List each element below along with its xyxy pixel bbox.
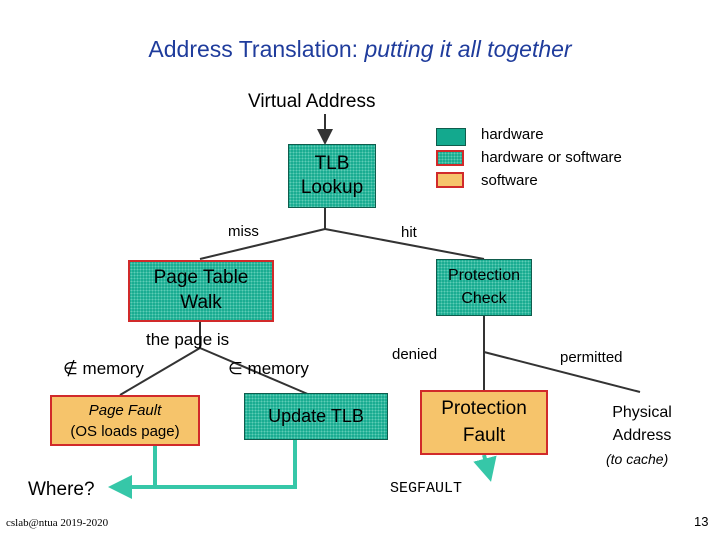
to-cache-label: (to cache): [606, 451, 669, 467]
legend-swatch-hardware: [436, 128, 466, 146]
footer-credit: cslab@ntua 2019-2020: [6, 517, 109, 529]
protection-check-line1: Protection: [447, 267, 521, 285]
permitted-branch: [483, 351, 641, 393]
physical-address-line2: Address: [612, 427, 672, 444]
update-tlb-label: Update TLB: [268, 406, 364, 426]
hit-label: hit: [401, 224, 417, 241]
page-table-walk-box: Page Table Walk: [128, 260, 274, 322]
page-table-walk-line2: Walk: [180, 292, 222, 313]
protection-check-box: Protection Check: [436, 259, 532, 316]
protection-fault-box: Protection Fault: [420, 390, 548, 455]
segfault-label: SEGFAULT: [390, 480, 463, 497]
denied-label: denied: [392, 346, 438, 363]
tlb-lookup-box: TLB Lookup: [288, 144, 376, 208]
legend-label-hw-or-sw: hardware or software: [481, 149, 622, 166]
hit-branch: [324, 228, 485, 260]
title-main: Address Translation:: [148, 36, 365, 62]
miss-label: miss: [228, 223, 259, 240]
miss-branch: [199, 228, 326, 260]
virtual-address-label: Virtual Address: [248, 91, 376, 112]
update-tlb-box: Update TLB: [244, 393, 388, 440]
legend-swatch-hw-or-sw: [436, 150, 464, 166]
in-memory-label: ∈ memory: [228, 359, 309, 378]
legend-label-software: software: [481, 172, 538, 189]
permitted-label: permitted: [560, 349, 623, 366]
title-italic: putting it all together: [364, 36, 572, 62]
protection-fault-line2: Fault: [462, 424, 506, 446]
in-memory-branch: [199, 347, 311, 396]
physical-address-line1: Physical: [612, 403, 672, 421]
where-label: Where?: [28, 479, 95, 500]
page-fault-to-where-path: [108, 446, 157, 499]
slide-title: Address Translation: putting it all toge…: [0, 36, 720, 63]
page-is-label: the page is: [146, 330, 230, 349]
protection-check-line2: Check: [461, 289, 507, 307]
update-tlb-return-path: [155, 440, 297, 489]
page-fault-line2: (OS loads page): [70, 422, 180, 440]
page-number: 13: [694, 514, 709, 529]
tlb-lookup-line1: TLB: [314, 153, 350, 175]
legend-swatch-software: [436, 172, 464, 188]
legend-label-hardware: hardware: [481, 126, 544, 143]
not-in-memory-label: ∉ memory: [63, 359, 144, 378]
protection-fault-line1: Protection: [441, 397, 527, 419]
page-fault-box: Page Fault (OS loads page): [50, 395, 200, 446]
physical-address-label: Physical Address: [590, 400, 694, 448]
page-fault-line1: Page Fault: [88, 401, 162, 419]
fault-to-segfault-path: [473, 454, 497, 482]
page-table-walk-line1: Page Table: [153, 267, 249, 289]
not-in-memory-branch: [119, 347, 201, 396]
tlb-lookup-line2: Lookup: [300, 177, 364, 198]
